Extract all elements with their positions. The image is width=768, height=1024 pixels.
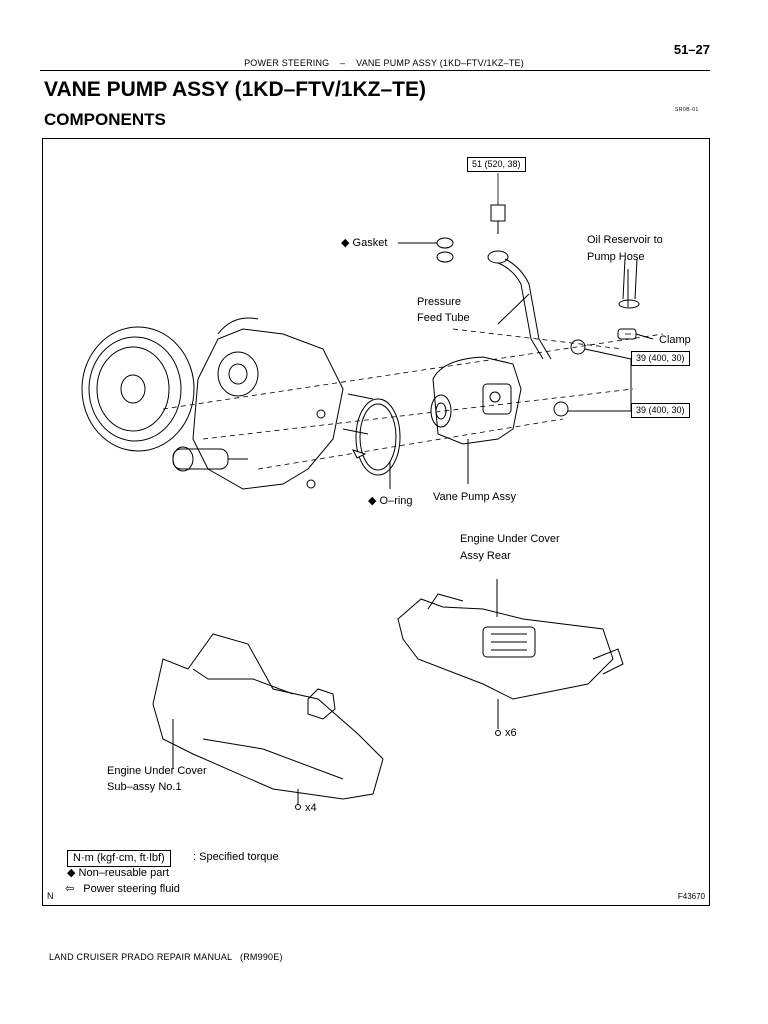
diagram-illustration — [81, 173, 664, 810]
label-vane-pump-assy: Vane Pump Assy — [433, 491, 516, 503]
components-diagram: 51 (520, 38) ◆ Gasket Oil Reservoir to P… — [42, 138, 710, 906]
fluid-arrow-icon: ⇦ — [65, 883, 75, 895]
legend-torque-unit: N·m (kgf·cm, ft·lbf) — [67, 850, 171, 867]
legend-nonreusable: ◆ Non–reusable part — [67, 867, 170, 879]
label-oil-reservoir-hose-2: Pump Hose — [587, 251, 645, 263]
label-sub-cover-2: Sub–assy No.1 — [107, 781, 182, 793]
torque-spec-nut-upper: 39 (400, 30) — [631, 351, 690, 366]
nonreusable-diamond-icon: ◆ — [67, 867, 76, 879]
label-pressure-feed-tube-2: Feed Tube — [417, 312, 470, 324]
hose-clamp-drawing — [617, 258, 654, 340]
label-clamp: Clamp — [659, 334, 691, 346]
label-gasket: ◆ Gasket — [341, 237, 388, 249]
page-footer: LAND CRUISER PRADO REPAIR MANUAL (RM990E… — [49, 952, 283, 962]
label-rear-cover-1: Engine Under Cover — [460, 533, 560, 545]
nonreusable-diamond-icon: ◆ — [341, 237, 350, 249]
label-o-ring: ◆ O–ring — [368, 495, 413, 507]
torque-spec-nut-lower: 39 (400, 30) — [631, 403, 690, 418]
page-title: VANE PUMP ASSY (1KD–FTV/1KZ–TE) — [44, 78, 426, 101]
label-pressure-feed-tube-1: Pressure — [417, 296, 462, 308]
label-rear-cover-2: Assy Rear — [460, 550, 511, 562]
label-rear-cover-bolt-count: x6 — [505, 727, 517, 739]
crank-pulley-drawing — [81, 326, 195, 452]
figure-code: F43670 — [677, 892, 705, 901]
label-sub-cover-1: Engine Under Cover — [107, 765, 207, 777]
header-rule — [40, 70, 710, 71]
legend-torque-desc: : Specified torque — [193, 851, 279, 863]
rear-under-cover-drawing — [397, 579, 624, 736]
page-number: 51–27 — [673, 42, 710, 57]
running-header: POWER STEERING – VANE PUMP ASSY (1KD–FTV… — [244, 58, 524, 68]
sub-under-cover-drawing — [152, 633, 384, 810]
legend-fluid: ⇦ Power steering fluid — [65, 883, 180, 895]
n-mark: N — [47, 891, 54, 901]
engine-block-drawing — [172, 317, 374, 490]
o-ring-drawing — [352, 398, 401, 489]
pressure-tube-drawing — [398, 204, 552, 360]
nuts-drawing — [553, 339, 632, 417]
torque-spec-bolt: 51 (520, 38) — [467, 157, 526, 172]
label-oil-reservoir-hose-1: Oil Reservoir to — [587, 234, 663, 246]
label-sub-cover-bolt-count: x4 — [305, 802, 317, 814]
assembly-lines — [162, 328, 664, 470]
callout-leaders — [497, 173, 631, 335]
vane-pump-drawing — [430, 356, 522, 484]
nonreusable-diamond-icon: ◆ — [368, 495, 377, 507]
section-title: COMPONENTS — [44, 110, 166, 129]
document-code: SR0B-01 — [675, 107, 699, 113]
